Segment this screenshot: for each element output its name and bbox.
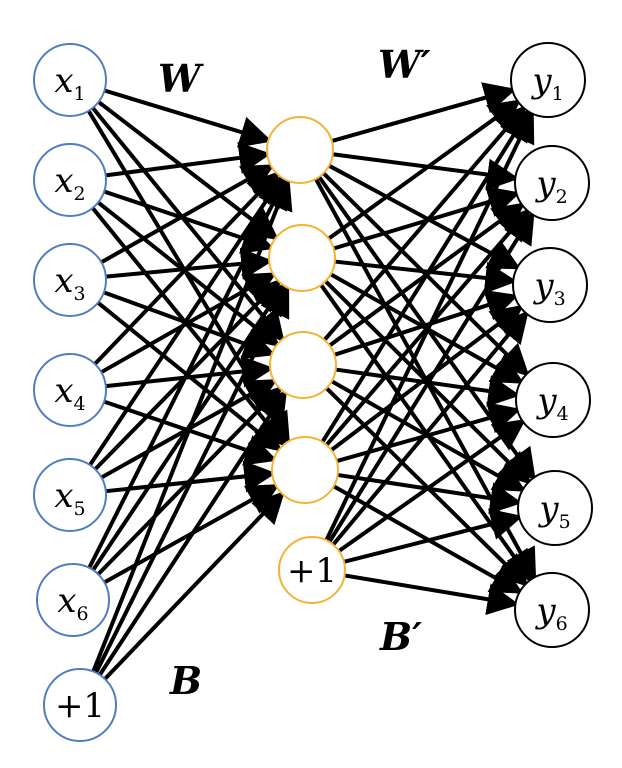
input-bias-label: +1 (55, 686, 105, 726)
edge-h3-y6 (325, 386, 529, 587)
edge-x3-h1 (100, 164, 275, 265)
edge-x4-h3 (105, 355, 275, 389)
edge-h4-y1 (320, 108, 531, 444)
output-node-5-label-subscript: 5 (559, 511, 571, 533)
edge-bias-h1 (91, 176, 293, 673)
input-node-4-label-var: x (54, 371, 73, 411)
edge-x1-h2 (97, 100, 279, 241)
input-node-6 (36, 563, 110, 637)
hidden-node-2 (268, 224, 336, 292)
edge-hbias-y5 (343, 508, 524, 564)
input-node-4 (33, 353, 107, 427)
edge-hbias-y3 (331, 310, 529, 546)
input-node-4-label-subscript: 4 (74, 393, 86, 415)
input-bias-node (43, 668, 117, 742)
encoder-bias-weight-label: B (169, 658, 202, 703)
hidden-bias-node (278, 536, 346, 604)
output-node-1-label-var: y (530, 61, 552, 101)
input-node-5-label-var: x (54, 476, 73, 516)
edge-bias-h3 (98, 389, 288, 676)
output-node-2-label-subscript: 2 (556, 186, 568, 208)
output-node-2-label: y2 (534, 164, 567, 208)
hidden-node-1 (266, 116, 334, 184)
input-node-5-label-subscript: 5 (74, 498, 86, 520)
input-node-4-label: x4 (54, 371, 85, 415)
input-node-3-label-subscript: 3 (74, 283, 86, 305)
output-node-4-label-var: y (535, 381, 557, 421)
input-node-1 (33, 43, 107, 117)
output-node-6-label-subscript: 6 (556, 613, 568, 635)
edge-x6-h1 (87, 175, 287, 569)
hidden-node-4 (271, 436, 339, 504)
output-node-2 (514, 145, 590, 221)
input-node-2-label: x2 (54, 161, 85, 205)
edge-h3-y4 (335, 367, 521, 407)
edge-bias-h4 (103, 490, 285, 681)
output-node-5-label: y5 (537, 489, 570, 533)
input-node-6-label-var: x (57, 581, 76, 621)
edge-h1-y3 (328, 163, 521, 270)
input-node-2-label-var: x (54, 161, 73, 201)
output-node-3 (512, 247, 588, 323)
output-node-3-label: y3 (532, 266, 565, 310)
edge-x1-h1 (103, 88, 273, 148)
output-node-5 (517, 470, 593, 546)
input-node-2-label-subscript: 2 (74, 183, 86, 205)
output-node-3-label-subscript: 3 (554, 288, 566, 310)
decoder-weight-label: W′ (378, 42, 431, 87)
input-node-3-label-var: x (54, 261, 73, 301)
input-node-1-label-subscript: 1 (74, 83, 86, 105)
output-node-3-label-var: y (532, 266, 554, 306)
encoder-weight-label: W (158, 56, 204, 101)
input-node-3-label: x3 (54, 261, 85, 305)
output-node-1-label: y1 (530, 61, 563, 105)
input-node-5-label: x5 (54, 476, 85, 520)
hidden-bias-label: +1 (287, 551, 337, 591)
hidden-node-3 (269, 331, 337, 399)
edge-hbias-y4 (337, 419, 527, 553)
edge-bias-h2 (94, 283, 290, 674)
edge-h1-y2 (332, 152, 520, 191)
edge-hbias-y6 (344, 573, 520, 616)
input-node-1-label: x1 (54, 61, 85, 105)
output-node-4-label: y4 (535, 381, 568, 425)
output-node-1 (510, 42, 586, 118)
input-node-3 (33, 243, 107, 317)
edge-x5-h1 (88, 174, 284, 467)
edge-x2-h3 (96, 200, 281, 347)
output-node-4-label-subscript: 4 (557, 403, 569, 425)
output-node-6-label: y6 (534, 591, 567, 635)
edge-h3-y1 (322, 105, 527, 342)
input-node-6-label-subscript: 6 (77, 603, 89, 625)
decoder-bias-weight-label: B′ (379, 614, 422, 659)
edge-h3-y3 (333, 289, 519, 357)
output-node-6 (514, 572, 590, 648)
edge-hbias-y2 (327, 211, 535, 544)
edge-h1-y1 (331, 82, 517, 143)
output-node-5-label-var: y (537, 489, 559, 529)
edge-x2-h2 (103, 189, 275, 254)
edge-h2-y1 (327, 99, 522, 241)
connection-edges (86, 82, 537, 681)
output-node-1-label-subscript: 1 (552, 83, 564, 105)
edge-h4-y3 (330, 304, 524, 452)
input-node-6-label: x6 (57, 581, 88, 625)
input-node-1-label-var: x (54, 61, 73, 101)
input-node-5 (33, 458, 107, 532)
edge-x2-h1 (105, 142, 272, 178)
edge-x4-h1 (93, 170, 280, 366)
output-node-2-label-var: y (534, 164, 556, 204)
output-node-6-label-var: y (534, 591, 556, 631)
edge-h2-y3 (334, 259, 518, 294)
output-node-4 (515, 362, 591, 438)
edge-hbias-y1 (324, 109, 535, 542)
input-node-2 (33, 143, 107, 217)
edge-h4-y4 (336, 402, 522, 463)
